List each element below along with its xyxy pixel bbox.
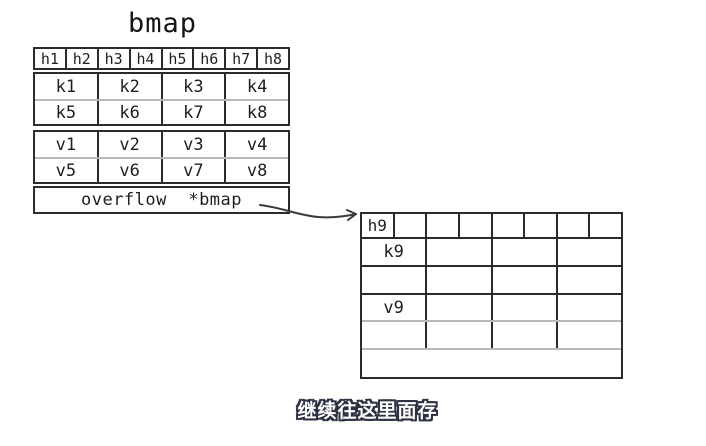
hash-cell: h4 <box>128 49 161 68</box>
keys-block: k1 k2 k3 k4 k5 k6 k7 k8 <box>33 72 290 126</box>
value-row: v1 v2 v3 v4 <box>35 132 288 157</box>
overflow-label <box>362 350 621 377</box>
hash-row: h1 h2 h3 h4 h5 h6 h7 h8 <box>33 47 290 70</box>
key-row: k5 k6 k7 k8 <box>35 99 288 124</box>
hash-cell: h3 <box>96 49 129 68</box>
hash-cell: h6 <box>192 49 224 68</box>
bmap-title: bmap <box>127 8 198 39</box>
key-cell <box>362 267 425 293</box>
key-cell: k1 <box>55 76 77 97</box>
hash-cell: h5 <box>160 49 193 68</box>
value-cell: v8 <box>224 159 288 182</box>
hash-cell <box>523 214 556 237</box>
value-cell: v2 <box>96 132 161 157</box>
value-cell: v7 <box>160 159 225 182</box>
key-cell <box>425 239 490 265</box>
hash-cell: h2 <box>64 49 97 68</box>
key-cell: k6 <box>96 101 161 124</box>
key-row <box>362 265 621 293</box>
subtitle-caption: 继续往这里面存 <box>297 400 438 422</box>
key-cell: k3 <box>160 74 225 99</box>
value-row: v5 v6 v7 v8 <box>35 157 288 182</box>
value-cell <box>490 295 556 320</box>
hash-cell <box>425 214 458 237</box>
key-cell <box>555 267 621 293</box>
key-cell: k2 <box>96 74 161 99</box>
value-cell: v4 <box>224 132 288 157</box>
overflow-bucket-table: h9 k9 v9 <box>360 212 623 379</box>
hash-cell: h9 <box>367 216 387 235</box>
hash-cell <box>555 214 589 237</box>
value-cell: v1 <box>55 134 77 155</box>
key-cell: k8 <box>224 101 288 124</box>
value-row <box>362 320 621 348</box>
value-cell: v9 <box>383 297 404 318</box>
hash-cell <box>392 214 426 237</box>
value-cell: v5 <box>55 160 77 181</box>
overflow-pointer-cell <box>362 348 621 377</box>
hash-row: h9 <box>362 214 621 237</box>
values-block: v1 v2 v3 v4 v5 v6 v7 v8 <box>33 130 290 184</box>
overflow-arrow <box>259 204 357 221</box>
key-cell <box>425 267 490 293</box>
key-row: k9 <box>362 237 621 265</box>
value-cell <box>362 322 425 348</box>
key-cell <box>490 239 556 265</box>
hash-cell: h8 <box>256 49 288 68</box>
overflow-pointer-cell: overflow *bmap <box>33 186 290 214</box>
value-cell: v3 <box>160 132 225 157</box>
key-row: k1 k2 k3 k4 <box>35 74 288 99</box>
key-cell: k5 <box>55 102 77 123</box>
key-cell: k9 <box>383 242 404 262</box>
hash-cell <box>490 214 524 237</box>
hash-cell <box>588 214 621 237</box>
value-cell <box>490 322 556 348</box>
value-cell <box>555 322 621 348</box>
hash-cell: h1 <box>40 49 59 68</box>
value-cell <box>425 322 490 348</box>
hash-cell <box>457 214 491 237</box>
key-cell <box>490 267 556 293</box>
key-cell: k4 <box>224 74 288 99</box>
value-cell <box>425 295 490 320</box>
bmap-bucket-table: h1 h2 h3 h4 h5 h6 h7 h8 k1 k2 k3 k4 k5 k… <box>33 47 290 214</box>
value-row: v9 <box>362 293 621 320</box>
value-cell <box>555 295 621 320</box>
key-cell: k7 <box>160 101 225 124</box>
hash-cell: h7 <box>224 49 256 68</box>
key-cell <box>555 239 621 265</box>
value-cell: v6 <box>96 159 161 182</box>
